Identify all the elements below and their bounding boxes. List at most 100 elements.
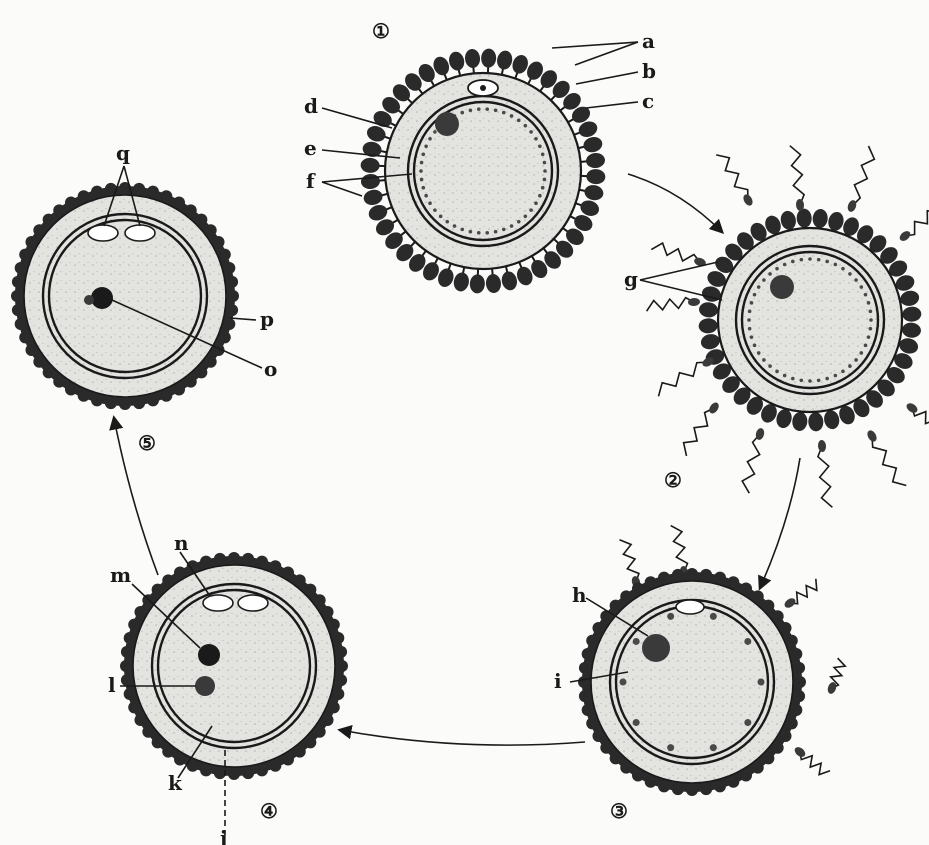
- label-a: a: [642, 29, 655, 53]
- zona-outer-bump: [185, 204, 197, 216]
- cortical-granule: [848, 272, 852, 276]
- corona-cell: [485, 273, 502, 293]
- corona-cell: [585, 152, 605, 169]
- zona-outer-bump: [780, 730, 792, 742]
- zona-outer-bump: [610, 752, 622, 764]
- zona-outer-bump: [700, 569, 712, 581]
- corona-cell: [464, 48, 481, 68]
- label-d: d: [304, 94, 318, 118]
- cortical-granule: [864, 344, 868, 348]
- stage-1-egg: [360, 48, 605, 293]
- label-k: k: [168, 771, 183, 795]
- zona-outer-bump: [579, 662, 591, 674]
- cortical-granule: [538, 144, 542, 148]
- cortical-granule: [783, 374, 787, 378]
- corona-cell: [447, 50, 466, 72]
- zona-outer-bump: [714, 572, 726, 584]
- zona-outer-bump: [152, 736, 164, 748]
- zona-outer-bump: [780, 622, 792, 634]
- zona-outer-bump: [620, 590, 632, 602]
- zona-outer-bump: [134, 606, 146, 618]
- cortical-granule: [633, 638, 640, 645]
- corona-cell: [469, 274, 485, 294]
- cortical-granule: [748, 310, 752, 314]
- zona-outer-bump: [226, 304, 238, 316]
- cortical-granule: [747, 318, 751, 322]
- cortical-granule: [762, 278, 766, 282]
- corona-cell: [822, 409, 841, 431]
- sperm-head: [905, 401, 919, 414]
- arrow-stage3-to-stage4: [340, 730, 585, 745]
- cortical-granule: [753, 344, 757, 348]
- zona-outer-bump: [15, 318, 27, 330]
- zona-outer-bump: [121, 674, 133, 686]
- zona-outer-bump: [294, 746, 306, 758]
- zona-outer-bump: [332, 688, 344, 700]
- zona-outer-bump: [282, 566, 294, 578]
- stage-3-sperm-entry: [578, 526, 845, 796]
- zona-outer-bump: [658, 572, 670, 584]
- zona-outer-bump: [579, 690, 591, 702]
- zona-outer-bump: [160, 190, 172, 202]
- egg-nucleus: [770, 275, 794, 299]
- zona-outer-bump: [11, 290, 23, 302]
- zona-outer-bump: [600, 610, 612, 622]
- zona-outer-bump: [205, 224, 217, 236]
- sperm-tail: [671, 526, 688, 572]
- corona-cell: [586, 169, 606, 185]
- zona-outer-bump: [586, 717, 598, 729]
- zona-outer-bump: [25, 344, 37, 356]
- cortical-granule: [453, 224, 457, 228]
- zona-outer-bump: [672, 783, 684, 795]
- label-h: h: [572, 583, 587, 607]
- zona-outer-bump: [78, 390, 90, 402]
- zona-outer-bump: [174, 566, 186, 578]
- zona-outer-bump: [133, 183, 145, 195]
- zona-outer-bump: [332, 632, 344, 644]
- sperm-tail: [852, 146, 874, 206]
- cortical-granule: [420, 161, 424, 165]
- polar-body: [125, 225, 155, 241]
- zona-pellucida: [718, 228, 902, 412]
- zona-outer-bump: [727, 776, 739, 788]
- stage-2-sperm-approach: [647, 146, 929, 508]
- cortical-granule: [775, 370, 779, 374]
- corona-cell: [698, 318, 718, 334]
- cortical-granule: [834, 263, 838, 267]
- zona-outer-bump: [214, 553, 226, 565]
- zona-outer-bump: [794, 676, 806, 688]
- zona-outer-bump: [15, 262, 27, 274]
- zona-outer-bump: [772, 742, 784, 754]
- cortical-granule: [469, 230, 473, 234]
- zona-outer-bump: [582, 648, 594, 660]
- zona-outer-bump: [19, 249, 31, 261]
- cortical-granule: [517, 220, 521, 224]
- cortical-granule: [421, 186, 425, 190]
- cortical-granule: [477, 107, 481, 111]
- sperm-tail: [716, 155, 748, 200]
- zona-outer-bump: [658, 780, 670, 792]
- sperm-tail: [872, 436, 906, 486]
- cortical-granule: [460, 228, 464, 232]
- cortical-granule: [808, 379, 812, 383]
- sperm-tail: [790, 146, 804, 205]
- arrow-stage1-to-stage2: [628, 174, 722, 232]
- cortical-granule: [494, 108, 498, 112]
- corona-cell: [583, 183, 605, 201]
- zona-outer-bump: [256, 556, 268, 568]
- zona-outer-bump: [185, 376, 197, 388]
- zona-outer-bump: [242, 553, 254, 565]
- cortical-granule: [477, 231, 481, 235]
- cortical-granule: [869, 327, 873, 331]
- cortical-granule: [529, 208, 533, 212]
- zona-outer-bump: [105, 397, 117, 409]
- zona-outer-bump: [256, 764, 268, 776]
- cortical-granule: [543, 178, 547, 182]
- corona-cell: [901, 322, 921, 339]
- sperm-tail: [647, 298, 694, 312]
- arrow-stage2-to-stage3: [760, 458, 800, 588]
- zona-outer-bump: [322, 714, 334, 726]
- zona-outer-bump: [228, 768, 240, 780]
- cortical-granule: [439, 215, 443, 219]
- cortical-granule: [744, 719, 751, 726]
